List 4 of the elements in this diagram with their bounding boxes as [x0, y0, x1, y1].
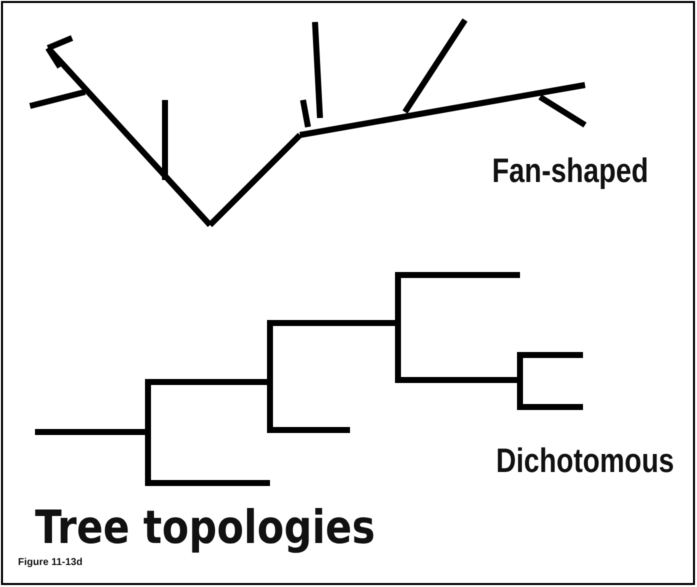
tree-label: Fan-shaped — [492, 152, 648, 191]
tree-label: Dichotomous — [496, 442, 674, 481]
figure-credit: Figure 11-13d — [18, 557, 82, 568]
figure-title: Tree topologies — [35, 500, 376, 554]
